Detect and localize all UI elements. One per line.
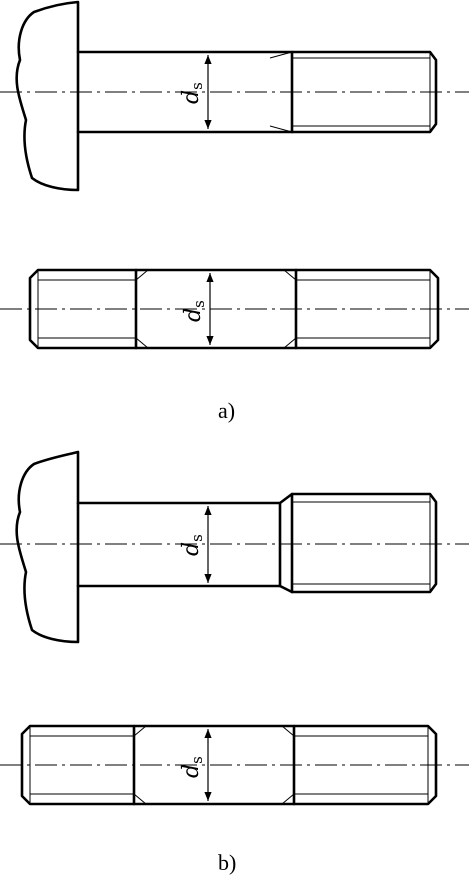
caption-a: a) (218, 398, 235, 423)
stud-a: ds (0, 268, 469, 350)
diameter-label-b1: ds (179, 534, 206, 556)
bolt-b-head: ds (0, 450, 469, 644)
diameter-label-a2: ds (181, 300, 208, 322)
bolt-a-head: ds (0, 0, 469, 192)
diameter-label-b2: ds (179, 756, 206, 778)
stud-b: ds (0, 724, 469, 806)
caption-b: b) (218, 850, 236, 875)
diameter-label-a1: ds (179, 82, 206, 104)
